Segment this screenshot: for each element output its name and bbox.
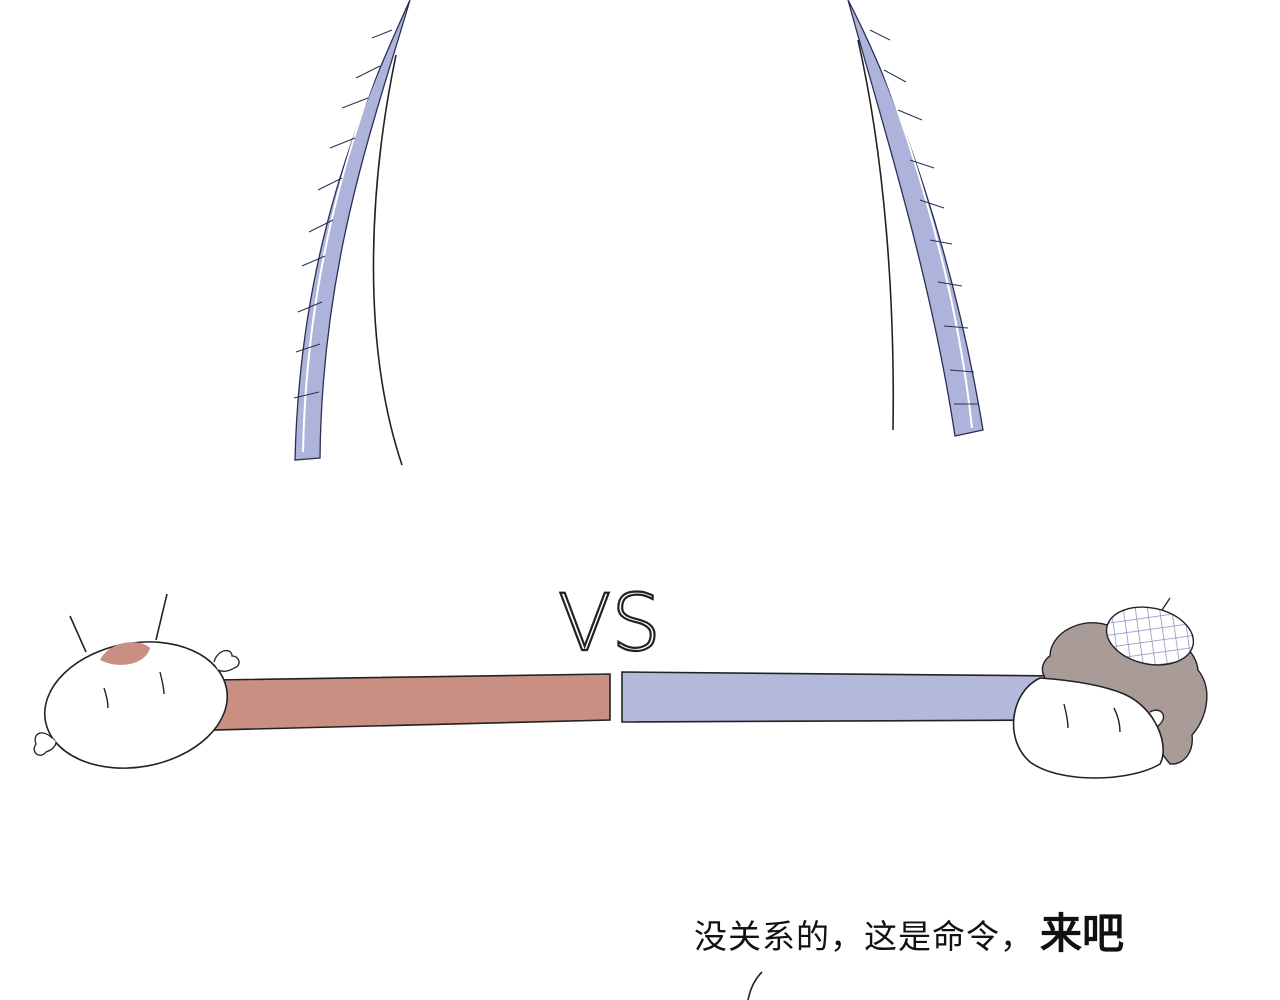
caption: 没关系的，这是命令，来吧 xyxy=(694,900,1124,961)
right-eye-2 xyxy=(1113,707,1121,733)
left-cord-marks xyxy=(293,29,393,399)
left-character xyxy=(33,593,611,769)
right-inner-line xyxy=(857,39,895,431)
left-cord-highlight xyxy=(302,7,403,453)
right-face xyxy=(1012,677,1164,779)
caption-emphasis-text: 来吧 xyxy=(1040,909,1125,958)
right-character xyxy=(621,597,1208,779)
left-hand-bottom xyxy=(33,732,57,756)
left-eye-1 xyxy=(103,687,109,709)
left-hair-spot xyxy=(100,642,150,665)
speech-tail xyxy=(747,971,763,1000)
right-eye-1 xyxy=(1063,703,1069,729)
left-inner-line xyxy=(372,54,403,466)
right-bar xyxy=(621,671,1061,723)
hanging-cords xyxy=(293,0,984,466)
left-bar xyxy=(213,673,611,731)
right-cord-highlight xyxy=(857,7,973,429)
left-antenna-1 xyxy=(69,615,87,653)
right-hat xyxy=(1105,606,1195,666)
left-hand-top xyxy=(213,650,240,672)
left-antenna-2 xyxy=(155,593,168,641)
right-ear xyxy=(1149,709,1165,727)
caption-main-text: 没关系的，这是命令， xyxy=(694,917,1034,956)
vs-label: VS xyxy=(558,579,661,669)
right-cord-marks xyxy=(869,29,978,405)
left-eye-2 xyxy=(159,671,165,695)
right-hat-stem xyxy=(1161,597,1171,611)
